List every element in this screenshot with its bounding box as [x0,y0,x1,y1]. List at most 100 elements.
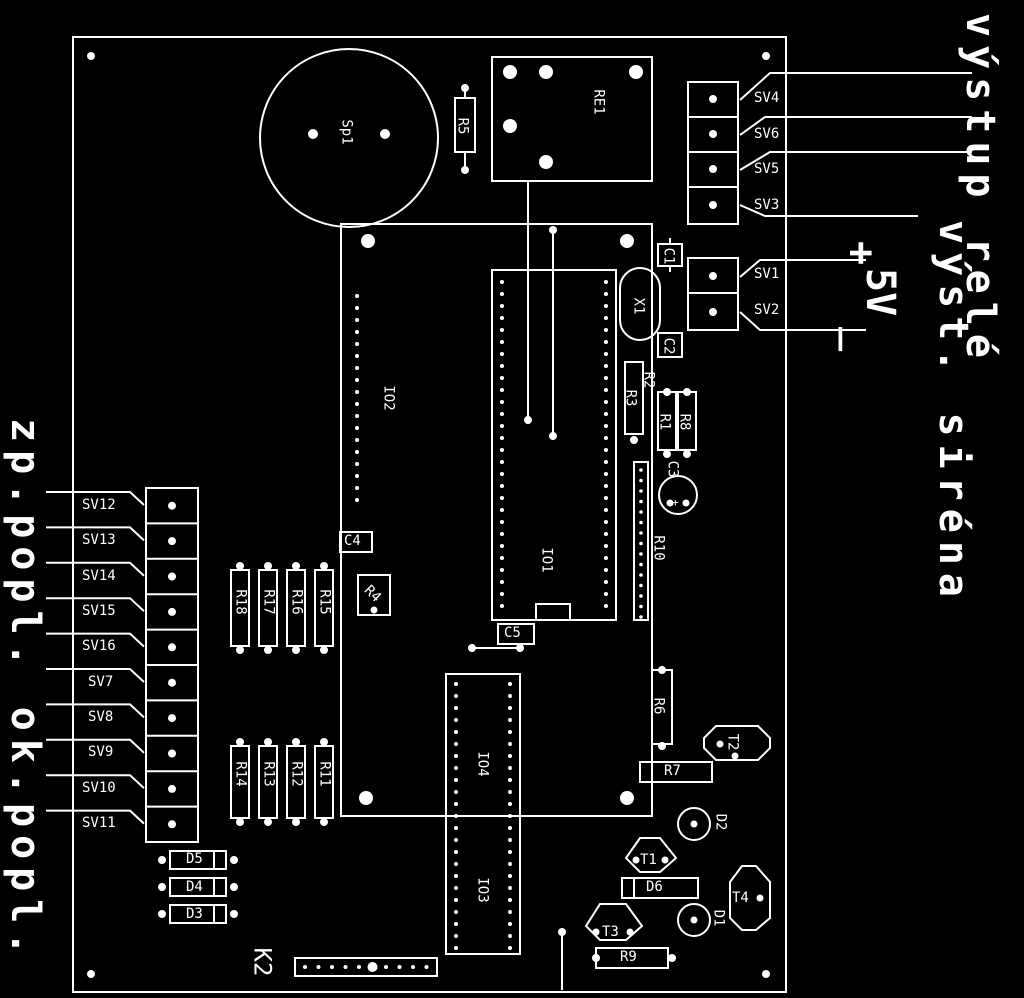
pin [508,946,512,950]
pad [230,910,238,918]
conn-label: SV1 [754,266,780,282]
pin [508,790,512,794]
label-r1: R1 [656,413,673,431]
conn-label: SV5 [754,161,780,177]
pin [604,568,608,572]
label-c2: C2 [660,337,677,355]
pad [264,646,272,654]
pin [508,922,512,926]
pin [639,478,643,483]
pin [454,730,458,734]
pin [604,388,608,392]
conn-label: SV14 [82,568,116,584]
conn-label: SV12 [82,497,116,513]
label-d3: D3 [186,906,203,922]
pin [397,965,402,969]
pin [508,742,512,746]
conn-label: SV15 [82,603,116,619]
pin [500,400,504,404]
pin [303,965,307,969]
label-r7: R7 [664,763,681,779]
pin [500,448,504,452]
pad [308,129,318,139]
label-r17: R17 [260,589,277,615]
pin [639,531,643,535]
pad [264,818,272,826]
pin [454,754,458,758]
pad [264,562,272,570]
io1-pins [500,280,608,608]
pin [454,862,458,866]
pin [500,292,504,296]
label-c3-plus: + [672,496,679,509]
label-x1: X1 [630,297,647,315]
pin [639,520,643,525]
pad [230,856,238,864]
pin [355,318,359,322]
pad [236,818,244,826]
label-t2: T2 [724,733,741,751]
pin [639,583,643,588]
pad [168,607,176,616]
pin [508,838,512,842]
pin [454,826,458,830]
leader-line [46,809,145,825]
pin [604,592,608,596]
pin [500,424,504,428]
pin [508,802,512,806]
label-io4: IO4 [474,751,491,777]
pin [500,496,504,500]
pad [292,562,300,570]
pin [508,814,512,818]
mount-hole [87,52,95,60]
pad [168,643,176,652]
pin [604,580,608,584]
label-io2: IO2 [380,385,397,411]
diode [169,850,227,870]
conn-label: SV4 [754,90,780,106]
label-d2: D2 [712,813,729,831]
leader-line [46,738,145,754]
leader-line [46,703,145,719]
pad [168,678,176,687]
label-re1: RE1 [590,89,607,115]
pin [639,541,643,546]
pin [500,508,504,512]
pad [168,820,176,829]
label-c5: C5 [504,625,521,641]
pin [454,706,458,710]
leader-line [46,491,145,506]
conn-label: SV13 [82,532,116,548]
label-plus: + [838,241,884,266]
pin [508,706,512,710]
pad [380,129,390,139]
pad [168,572,176,581]
capacitor-c5 [497,623,535,645]
label-5v: 5V [857,268,903,317]
pin [639,594,643,598]
conn-label: SV3 [754,197,780,213]
pad [292,738,300,746]
pin [604,304,608,308]
pin [639,615,643,619]
conn-label: SV2 [754,302,780,318]
pin [355,474,359,478]
pin [604,328,608,332]
label-c3: C3 [664,460,681,478]
leader-line [46,597,145,612]
connector-k2 [294,957,438,977]
pin [508,682,512,686]
pin [454,850,458,854]
pin [355,462,359,466]
pin [604,460,608,464]
pin [454,922,458,926]
resistor-r7 [639,761,713,783]
pin [500,532,504,536]
capacitor-c4 [339,531,373,553]
pin [604,280,608,284]
pin [500,604,504,608]
label-zp-pop: zp.popl. ok.popl. [2,418,48,964]
pin [639,510,643,514]
pin [604,448,608,452]
